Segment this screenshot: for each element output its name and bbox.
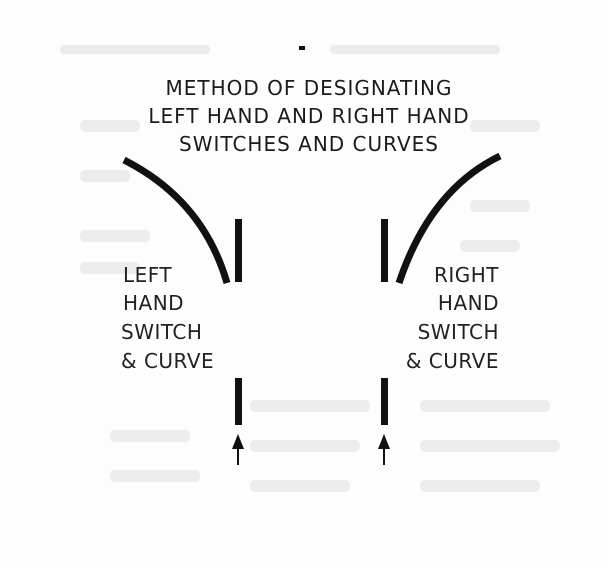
left-switch-curve xyxy=(122,156,231,284)
left-label-line-1: LEFT xyxy=(123,263,173,287)
left-track-lower xyxy=(235,378,242,425)
right-track-lower xyxy=(381,378,388,425)
right-track-upper xyxy=(381,219,388,282)
right-label-line-3: SWITCH xyxy=(417,320,499,344)
left-label-line-4: & CURVE xyxy=(121,349,215,373)
left-label-line-2: HAND xyxy=(123,291,185,315)
title-line-3: SWITCHES AND CURVES xyxy=(179,132,439,156)
left-label-line-3: SWITCH xyxy=(121,320,203,344)
left-direction-arrow xyxy=(232,434,244,465)
left-track-upper xyxy=(235,219,242,282)
title-line-1: METHOD OF DESIGNATING xyxy=(165,76,453,100)
right-switch-curve xyxy=(395,152,502,285)
right-label-line-2: HAND xyxy=(437,291,499,315)
top-tick-mark xyxy=(299,46,305,50)
title-line-2: LEFT HAND AND RIGHT HAND xyxy=(148,104,470,128)
right-label-line-4: & CURVE xyxy=(405,349,499,373)
right-label-line-1: RIGHT xyxy=(433,263,499,287)
right-direction-arrow xyxy=(378,434,390,465)
